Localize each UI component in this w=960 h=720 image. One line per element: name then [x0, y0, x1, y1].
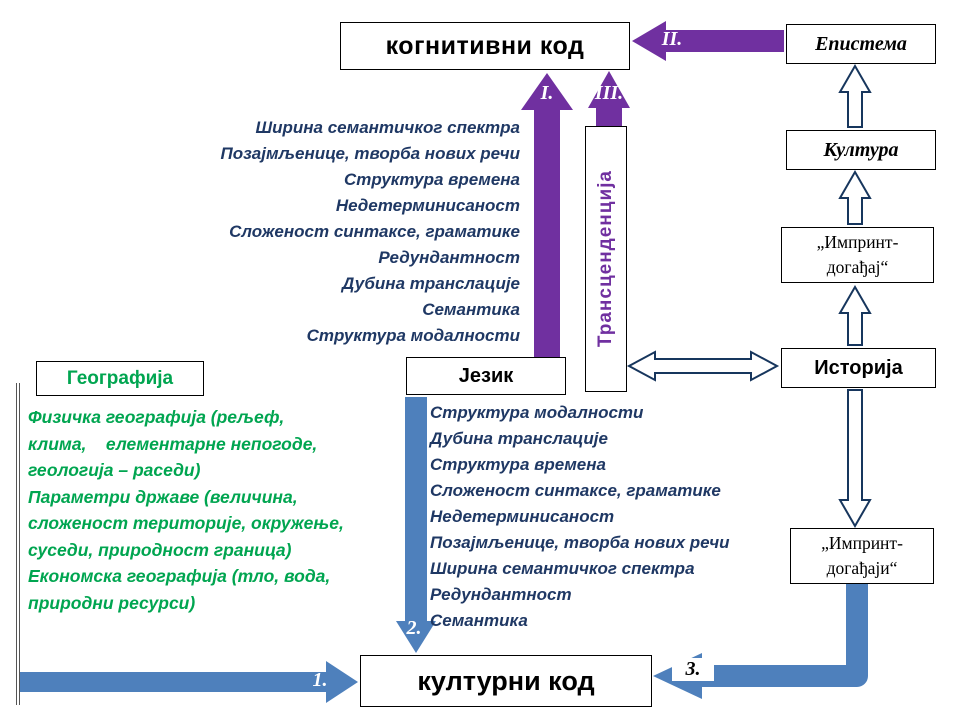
- left-double-border: [16, 383, 20, 705]
- language-feature-item: Сложеност синтаксе, граматике: [229, 222, 520, 241]
- geography-box: Географија: [36, 361, 204, 396]
- arrow-3-elbow-shaft: [702, 584, 868, 687]
- language-feature-item: Недетерминисаност: [430, 507, 615, 526]
- culture-box: Култура: [786, 130, 936, 170]
- imprint-events-box: „Импринт-догађаји“: [790, 528, 934, 584]
- episteme-box: Епистема: [786, 24, 936, 64]
- language-feature-item: Ширина семантичког спектра: [255, 118, 520, 137]
- geography-notes: Физичка географија (рељеф, клима, елемен…: [28, 404, 360, 616]
- language-feature-item: Дубина транслације: [430, 429, 608, 448]
- language-feature-item: Структура модалности: [430, 403, 644, 422]
- arrow-1-geography-to-cultural: [20, 661, 358, 703]
- language-feature-item: Структура модалности: [306, 326, 520, 345]
- cultural-code-box: културни код: [360, 655, 652, 707]
- language-feature-item: Семантика: [422, 300, 520, 319]
- language-feature-item: Семантика: [430, 611, 528, 630]
- geography-note-item: Параметри државе (величина, сложеност те…: [28, 486, 344, 560]
- language-feature-item: Позајмљенице, творба нових речи: [220, 144, 520, 163]
- geography-note-item: Физичка географија (рељеф, клима, елемен…: [28, 407, 318, 480]
- language-feature-item: Редундантност: [378, 248, 520, 267]
- language-box: Језик: [406, 357, 566, 395]
- arrow-label-1: 1.: [312, 669, 328, 691]
- arrow-label-ii: II.: [661, 28, 683, 50]
- arrow-history-to-imprint: [838, 284, 872, 346]
- language-feature-item: Структура времена: [430, 455, 606, 474]
- arrow-imprint-to-culture: [838, 169, 872, 225]
- arrow-culture-to-episteme: [838, 63, 872, 128]
- transcendence-label: Трансценденција: [595, 170, 616, 348]
- arrow-transcendence-history-double: [626, 350, 780, 382]
- language-feature-item: Недетерминисаност: [335, 196, 520, 215]
- geography-note-item: Економска географија (тло, вода, природн…: [28, 566, 331, 613]
- arrow-label-2: 2.: [406, 617, 422, 639]
- language-feature-item: Структура времена: [344, 170, 520, 189]
- history-box: Историја: [781, 348, 936, 388]
- language-feature-item: Позајмљенице, творба нових речи: [430, 533, 730, 552]
- arrow-iii-transcendence-to-cognitive: [588, 71, 630, 127]
- arrow-i-language-to-cognitive: [521, 73, 573, 357]
- arrow-ii-episteme-to-cognitive: [632, 21, 784, 61]
- transcendence-box: Трансценденција: [585, 126, 627, 392]
- arrow-label-i: I.: [540, 82, 554, 104]
- arrow-label-iii: III.: [594, 82, 624, 104]
- language-feature-item: Дубина транслације: [342, 274, 520, 293]
- imprint-event-box: „Импринт-догађај“: [781, 227, 934, 283]
- arrow-2-language-to-cultural: [396, 397, 436, 653]
- language-feature-item: Редундантност: [430, 585, 572, 604]
- language-feature-item: Сложеност синтаксе, граматике: [430, 481, 721, 500]
- arrow-history-to-imprint-events: [838, 389, 872, 529]
- language-feature-item: Ширина семантичког спектра: [430, 559, 695, 578]
- cognitive-code-box: когнитивни код: [340, 22, 630, 70]
- arrow-label-3: 3.: [672, 658, 714, 681]
